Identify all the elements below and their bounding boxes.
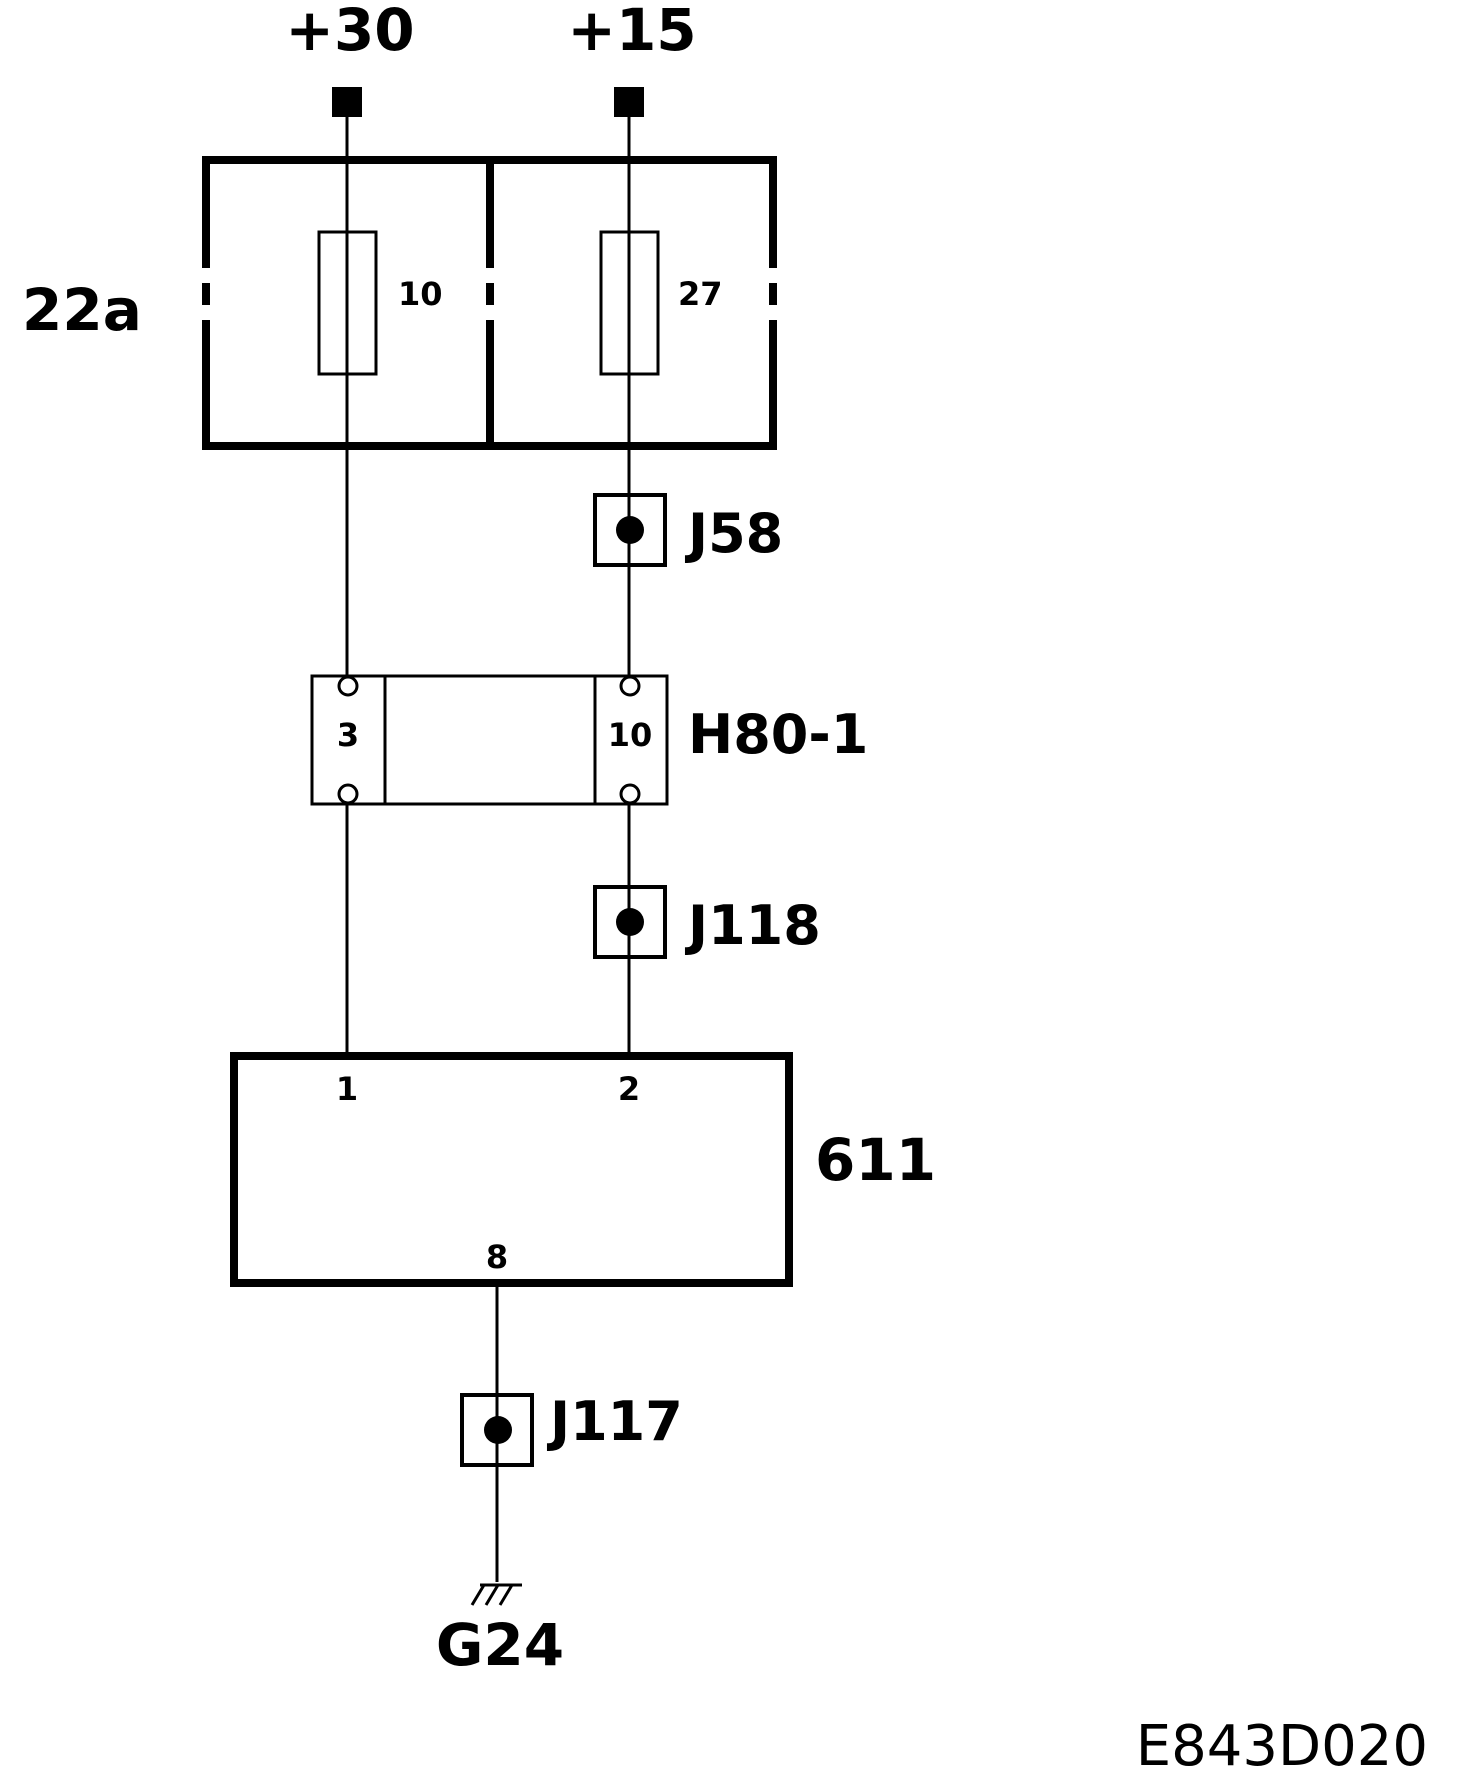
module-pin-2-label: 2 xyxy=(618,1070,640,1108)
connector-pin-3-label: 3 xyxy=(337,716,359,754)
module-pin-1-label: 1 xyxy=(336,1070,358,1108)
module-pin-8-label: 8 xyxy=(486,1238,508,1276)
figure-code: E843D020 xyxy=(1136,1714,1428,1779)
ground-label: G24 xyxy=(436,1611,564,1679)
fuse-box-label: 22a xyxy=(22,276,142,344)
ground-symbol xyxy=(470,1583,522,1606)
splice-j117-dot xyxy=(484,1416,512,1444)
fuse-box-22a xyxy=(202,156,777,450)
terminal-15-block xyxy=(614,87,644,117)
splice-j58-label: J58 xyxy=(684,502,783,565)
module-611-box xyxy=(230,1052,793,1287)
fuse-27-label: 27 xyxy=(678,275,723,313)
splice-j117-label: J117 xyxy=(546,1390,683,1453)
connector-h80-1 xyxy=(310,674,669,806)
terminal-30-block xyxy=(332,87,362,117)
terminal-15-label: +15 xyxy=(567,0,696,64)
splice-j118-label: J118 xyxy=(684,894,821,957)
connector-label: H80-1 xyxy=(688,703,868,766)
fuse-10-label: 10 xyxy=(398,275,443,313)
module-label: 611 xyxy=(815,1126,936,1194)
splice-j118-dot xyxy=(616,908,644,936)
splice-j58-dot xyxy=(616,516,644,544)
terminal-30-label: +30 xyxy=(285,0,414,64)
connector-pin-10-label: 10 xyxy=(608,716,653,754)
